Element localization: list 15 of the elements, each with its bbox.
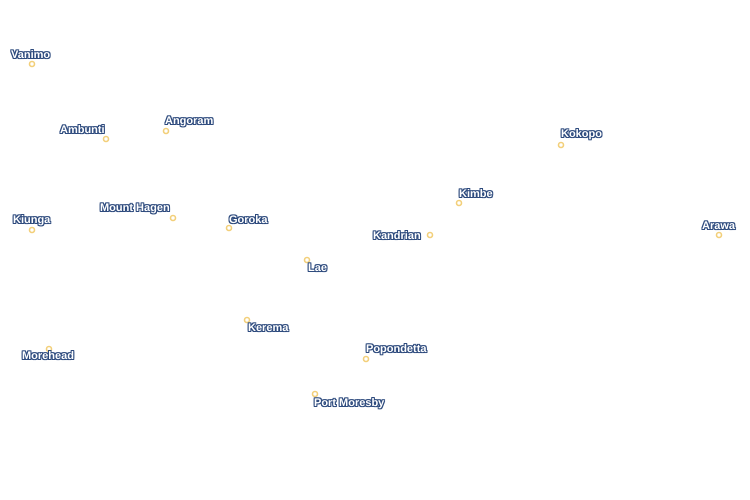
city-label: Kandrian (373, 230, 421, 242)
city-label: Vanimo (11, 49, 50, 61)
city-label: Kerema (248, 322, 288, 334)
city-label: Kokopo (561, 128, 602, 140)
city-label: Port Moresby (314, 397, 384, 409)
city-label: Lae (308, 262, 327, 274)
city-label: Popondetta (366, 343, 426, 355)
city-label: Angoram (165, 115, 214, 127)
city-label: Arawa (702, 220, 736, 232)
city-label: Goroka (229, 214, 268, 226)
city-label: Kimbe (459, 188, 493, 200)
city-label: Mount Hagen (100, 202, 170, 214)
city-label: Morehead (22, 350, 74, 362)
city-label: Kiunga (13, 214, 50, 226)
city-label: Ambunti (60, 124, 105, 136)
